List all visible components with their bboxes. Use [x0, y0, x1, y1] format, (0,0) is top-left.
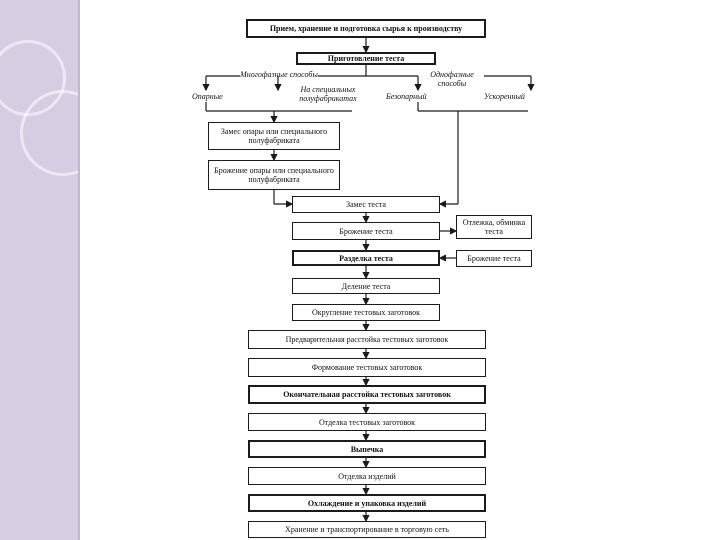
step-cooling-packing: Охлаждение и упаковка изделий [248, 494, 486, 512]
step-fermenting-dough-2: Брожение теста [456, 250, 532, 267]
label-sponge: Опарные [192, 92, 223, 101]
step-fermenting-dough: Брожение теста [292, 222, 440, 240]
step-resting-punching: Отлежка, обминка теста [456, 215, 532, 239]
step-kneading-dough: Замес теста [292, 196, 440, 213]
step-shaping: Формование тестовых заготовок [248, 358, 486, 377]
step-final-proofing: Окончательная расстойка тестовых заготов… [248, 385, 486, 404]
step-finishing-blanks: Отделка тестовых заготовок [248, 413, 486, 431]
step-preliminary-proofing: Предварительная расстойка тестовых загот… [248, 330, 486, 349]
label-special-semi-product: На специальных полуфабрикатах [299, 85, 357, 103]
step-baking: Выпечка [248, 440, 486, 458]
step-rounding: Округление тестовых заготовок [292, 304, 440, 321]
step-finishing-products: Отделка изделий [248, 467, 486, 485]
step-dough-preparation: Приготовление теста [296, 52, 436, 65]
step-fermenting-sponge: Брожение опары или специального полуфабр… [208, 160, 340, 190]
step-dividing-dough: Деление теста [292, 278, 440, 294]
sidebar-edge [78, 0, 80, 540]
label-singlephase: Однофазные способы [430, 70, 474, 88]
step-raw-materials: Прием, хранение и подготовка сырья к про… [246, 19, 486, 38]
decorative-sidebar [0, 0, 80, 540]
step-cutting-dough: Разделка теста [292, 250, 440, 266]
step-storage-transport: Хранение и транспортирование в торговую … [248, 521, 486, 538]
step-kneading-sponge: Замес опары или специального полуфабрика… [208, 122, 340, 150]
label-multiphase: Многофазные способы [240, 70, 318, 79]
label-no-sponge: Безопарный [386, 92, 427, 101]
label-accelerated: Ускоренный [484, 92, 525, 101]
